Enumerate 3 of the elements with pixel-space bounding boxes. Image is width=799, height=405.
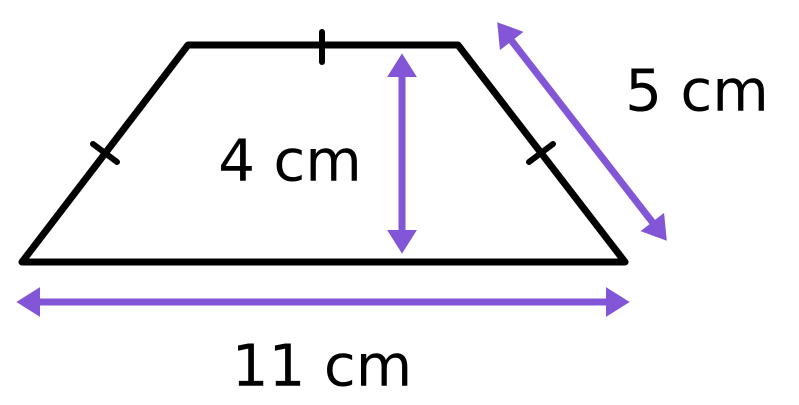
dimension-label: 5 cm <box>630 68 764 112</box>
dimension-label: 4 cm <box>220 138 357 182</box>
dimension-label: 11 cm <box>238 343 408 387</box>
